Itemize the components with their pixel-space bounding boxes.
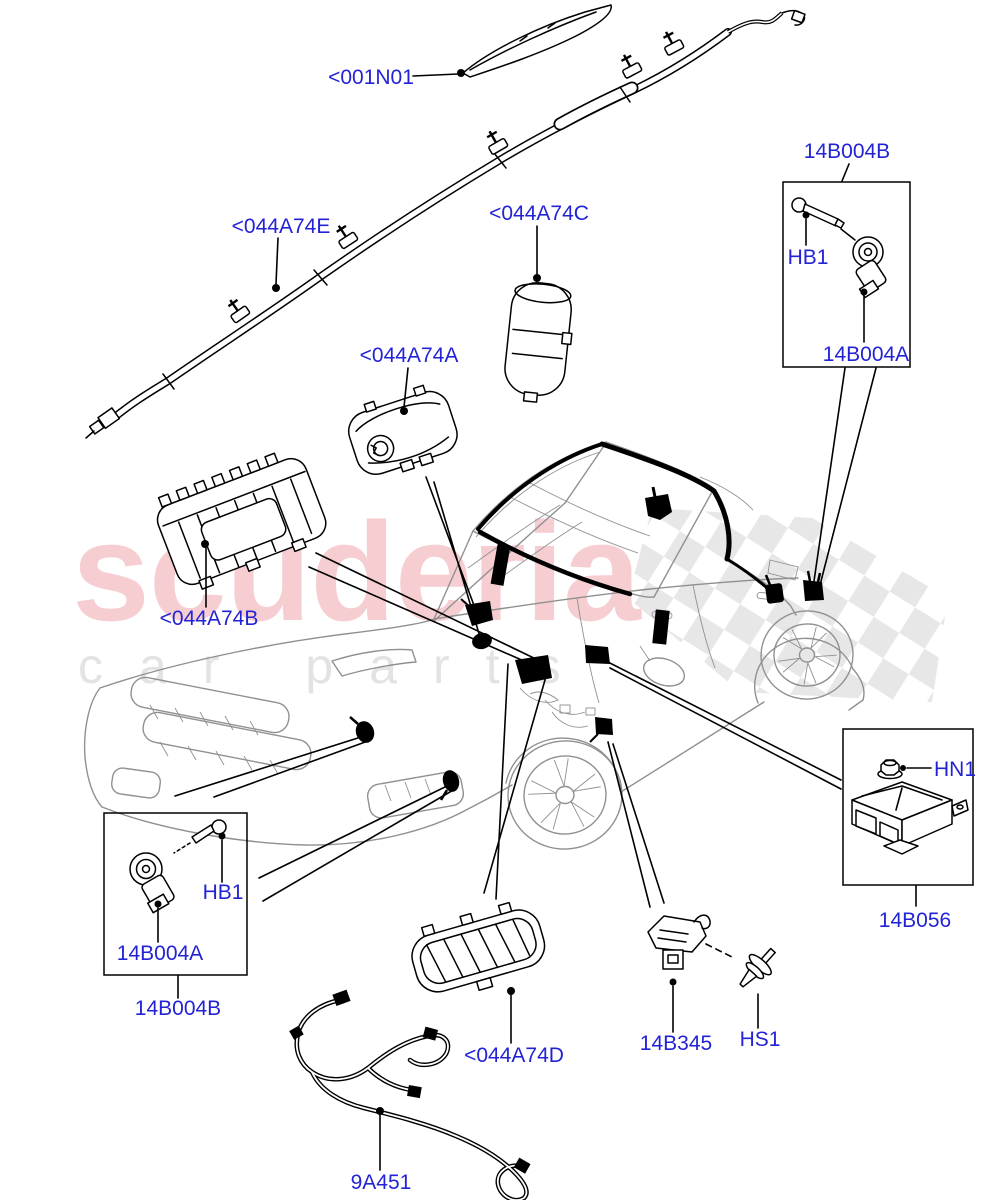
part-label-044A74B[interactable]: <044A74B bbox=[160, 607, 259, 630]
headlamp bbox=[331, 648, 417, 677]
inflator-cylinder-drawing bbox=[504, 282, 573, 403]
sensor-drawing-bottom bbox=[129, 852, 175, 914]
windscreen-trim-drawing bbox=[462, 4, 612, 78]
part-label-14B004B-bottom[interactable]: 14B004B bbox=[135, 997, 221, 1020]
part-label-HS1[interactable]: HS1 bbox=[740, 1028, 781, 1051]
checkered-flag-graphic bbox=[628, 508, 948, 702]
driver-airbag-drawing bbox=[347, 384, 458, 475]
curtain-clips bbox=[227, 31, 685, 324]
callout-labels: <001N01 <044A74E <044A74A <044A74C <044A… bbox=[117, 66, 976, 1194]
sensor-drawing-top bbox=[852, 236, 887, 299]
door-mirror bbox=[642, 657, 686, 687]
rear-wheel bbox=[760, 610, 854, 700]
kit-box-top bbox=[782, 181, 911, 368]
part-label-HB1-bottom[interactable]: HB1 bbox=[203, 881, 244, 904]
bolt-drawing-bottom bbox=[191, 819, 227, 844]
cowl-wiring bbox=[519, 687, 596, 728]
part-label-HB1-top[interactable]: HB1 bbox=[788, 246, 829, 269]
rivet-drawing bbox=[739, 947, 776, 988]
part-label-14B004A-bottom[interactable]: 14B004A bbox=[117, 942, 203, 965]
part-label-001N01[interactable]: <001N01 bbox=[328, 66, 414, 89]
curtain-airbag-drawing bbox=[85, 9, 806, 439]
part-label-044A74C[interactable]: <044A74C bbox=[489, 202, 589, 225]
part-label-044A74D[interactable]: <044A74D bbox=[464, 1044, 564, 1067]
part-label-044A74E[interactable]: <044A74E bbox=[232, 215, 331, 238]
nut-drawing bbox=[877, 759, 903, 780]
part-label-14B056[interactable]: 14B056 bbox=[879, 909, 951, 932]
part-label-14B004B-top[interactable]: 14B004B bbox=[804, 140, 890, 163]
front-wheel bbox=[507, 740, 623, 850]
bolt-drawing-top bbox=[791, 197, 845, 229]
leader-lines bbox=[174, 69, 877, 1171]
front-grille bbox=[130, 676, 312, 775]
bracket-drawing bbox=[647, 914, 711, 970]
airbag-module-drawing bbox=[851, 781, 969, 855]
kit-box-bottom bbox=[103, 812, 248, 999]
taillamp bbox=[767, 559, 799, 581]
part-label-14B345[interactable]: 14B345 bbox=[640, 1032, 712, 1055]
passenger-airbag-drawing bbox=[411, 901, 546, 993]
part-label-HN1[interactable]: HN1 bbox=[934, 758, 976, 781]
lower-intake bbox=[366, 771, 465, 819]
part-label-044A74A[interactable]: <044A74A bbox=[360, 344, 459, 367]
part-label-14B004A-top[interactable]: 14B004A bbox=[823, 343, 909, 366]
part-label-9A451[interactable]: 9A451 bbox=[351, 1171, 412, 1194]
wiring-harness-drawing bbox=[289, 989, 531, 1200]
module-box bbox=[842, 728, 974, 907]
